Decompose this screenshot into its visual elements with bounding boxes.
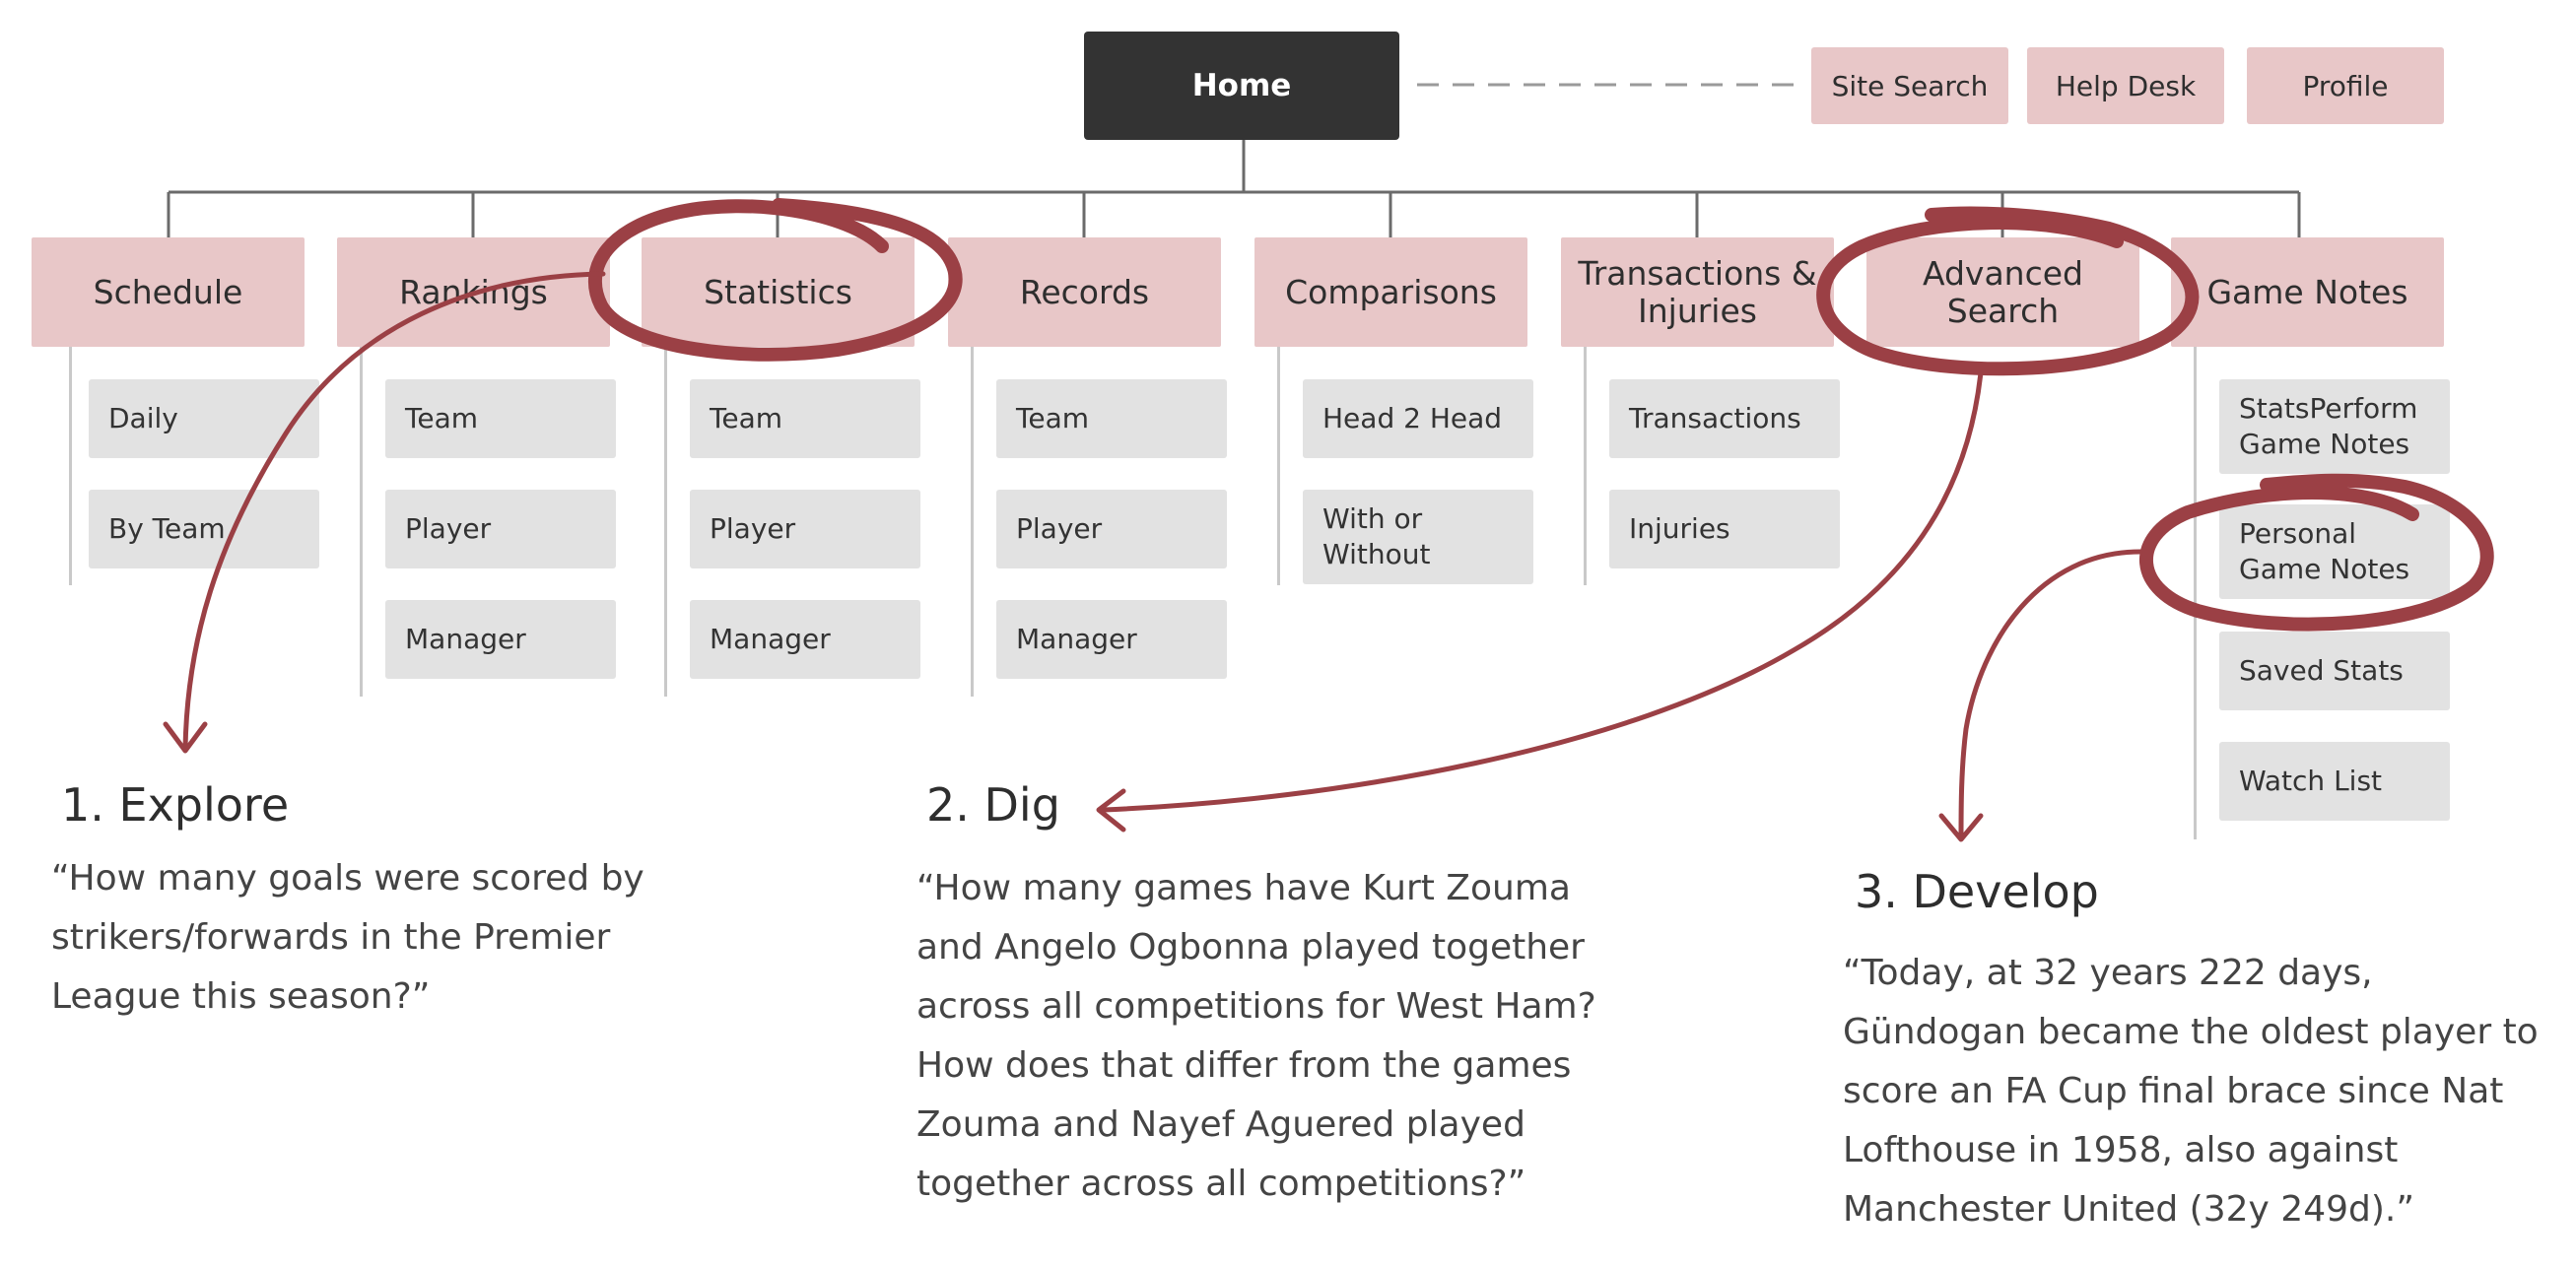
profile-label: Profile bbox=[2302, 69, 2389, 102]
step-2-quote: “How many games have Kurt Zouma and Ange… bbox=[916, 868, 1596, 1204]
help-desk-link[interactable]: Help Desk bbox=[2027, 47, 2224, 124]
statistics-player-link[interactable]: Player bbox=[690, 490, 920, 568]
step-2-title: 2. Dig bbox=[926, 778, 1060, 832]
subitem-label: Player bbox=[405, 511, 492, 545]
explore-arrow bbox=[182, 271, 606, 752]
comparisons-with-or-without-link[interactable]: With or Without bbox=[1303, 490, 1533, 584]
profile-link[interactable]: Profile bbox=[2247, 47, 2444, 124]
subitem-label: Personal Game Notes bbox=[2239, 516, 2410, 585]
subitem-label: Head 2 Head bbox=[1322, 401, 1503, 434]
personal-game-notes-highlight-circle bbox=[2139, 473, 2494, 632]
comparisons-child-line bbox=[1277, 347, 1280, 585]
watch-list-link[interactable]: Watch List bbox=[2219, 742, 2450, 821]
comparisons-head-2-head-link[interactable]: Head 2 Head bbox=[1303, 379, 1533, 458]
dig-arrowhead bbox=[1096, 788, 1126, 833]
records-manager-link[interactable]: Manager bbox=[996, 600, 1227, 679]
help-desk-label: Help Desk bbox=[2055, 69, 2197, 102]
subitem-label: Watch List bbox=[2239, 764, 2383, 797]
step-1-title: 1. Explore bbox=[61, 778, 290, 832]
subitem-label: Saved Stats bbox=[2239, 653, 2404, 687]
site-search-label: Site Search bbox=[1831, 69, 1989, 102]
subitem-label: Manager bbox=[1016, 622, 1137, 655]
home-node[interactable]: Home bbox=[1084, 32, 1399, 140]
statistics-highlight-circle bbox=[588, 198, 963, 362]
subitem-label: Manager bbox=[710, 622, 831, 655]
schedule-child-line bbox=[69, 347, 72, 585]
category-records[interactable]: Records bbox=[948, 237, 1221, 347]
subitem-label: Daily bbox=[108, 401, 178, 434]
category-advanced-search[interactable]: Advanced Search bbox=[1866, 237, 2139, 347]
step-3-title: 3. Develop bbox=[1855, 865, 2099, 918]
category-label: Game Notes bbox=[2206, 272, 2408, 311]
schedule-by-team-link[interactable]: By Team bbox=[89, 490, 319, 568]
category-comparisons[interactable]: Comparisons bbox=[1254, 237, 1527, 347]
category-label: Statistics bbox=[704, 272, 852, 311]
rankings-child-line bbox=[360, 347, 363, 697]
category-label: Transactions & Injuries bbox=[1578, 253, 1817, 330]
subitem-label: Team bbox=[1016, 401, 1090, 434]
subitem-label: Transactions bbox=[1629, 401, 1801, 434]
step-3-quote: “Today, at 32 years 222 days, Gündogan b… bbox=[1843, 953, 2539, 1230]
category-label: Schedule bbox=[93, 272, 243, 311]
home-label: Home bbox=[1191, 68, 1292, 103]
category-game-notes[interactable]: Game Notes bbox=[2171, 237, 2444, 347]
subitem-label: Player bbox=[1016, 511, 1103, 545]
game-notes-child-line bbox=[2194, 347, 2197, 839]
site-search-link[interactable]: Site Search bbox=[1811, 47, 2008, 124]
subitem-label: StatsPerform Game Notes bbox=[2239, 391, 2418, 460]
subitem-label: Player bbox=[710, 511, 796, 545]
records-team-link[interactable]: Team bbox=[996, 379, 1227, 458]
category-label: Comparisons bbox=[1285, 272, 1497, 311]
transactions-link[interactable]: Transactions bbox=[1609, 379, 1840, 458]
injuries-link[interactable]: Injuries bbox=[1609, 490, 1840, 568]
rankings-team-link[interactable]: Team bbox=[385, 379, 616, 458]
category-schedule[interactable]: Schedule bbox=[32, 237, 305, 347]
category-statistics[interactable]: Statistics bbox=[642, 237, 915, 347]
statsperform-game-notes-link[interactable]: StatsPerform Game Notes bbox=[2219, 379, 2450, 474]
dig-arrow bbox=[1101, 369, 1984, 813]
step-1-quote: “How many goals were scored by strikers/… bbox=[51, 858, 644, 1017]
explore-arrowhead bbox=[163, 721, 208, 754]
category-label: Advanced Search bbox=[1922, 253, 2083, 330]
records-child-line bbox=[971, 347, 974, 697]
subitem-label: Team bbox=[405, 401, 479, 434]
develop-arrowhead bbox=[1938, 813, 1984, 842]
subitem-label: With or Without bbox=[1322, 501, 1431, 570]
saved-stats-link[interactable]: Saved Stats bbox=[2219, 632, 2450, 710]
transactions-child-line bbox=[1584, 347, 1587, 585]
records-player-link[interactable]: Player bbox=[996, 490, 1227, 568]
advanced-search-highlight-circle bbox=[1816, 206, 2200, 376]
develop-arrow bbox=[1958, 549, 2143, 840]
statistics-manager-link[interactable]: Manager bbox=[690, 600, 920, 679]
rankings-manager-link[interactable]: Manager bbox=[385, 600, 616, 679]
statistics-child-line bbox=[664, 347, 667, 697]
subitem-label: Team bbox=[710, 401, 783, 434]
subitem-label: Injuries bbox=[1629, 511, 1730, 545]
subitem-label: By Team bbox=[108, 511, 226, 545]
statistics-team-link[interactable]: Team bbox=[690, 379, 920, 458]
category-label: Records bbox=[1019, 272, 1150, 311]
rankings-player-link[interactable]: Player bbox=[385, 490, 616, 568]
subitem-label: Manager bbox=[405, 622, 526, 655]
category-transactions-injuries[interactable]: Transactions & Injuries bbox=[1561, 237, 1834, 347]
